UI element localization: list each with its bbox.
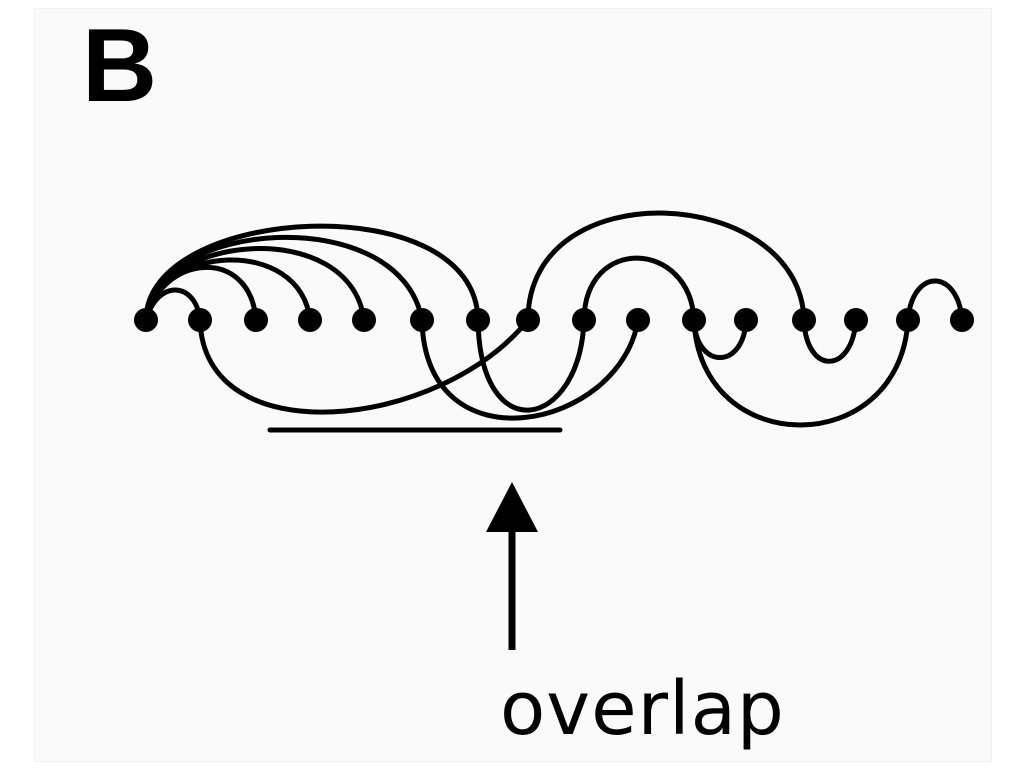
overlap-label: overlap <box>500 666 785 752</box>
node-5 <box>352 308 376 332</box>
node-3 <box>244 308 268 332</box>
arc-lower-7-10 <box>475 317 587 413</box>
node-13 <box>792 308 816 332</box>
node-1 <box>134 308 158 332</box>
node-7 <box>466 308 490 332</box>
node-4 <box>298 308 322 332</box>
panel-label: B <box>82 8 158 124</box>
node-11 <box>682 308 706 332</box>
node-10 <box>626 308 650 332</box>
node-12 <box>734 308 758 332</box>
node-9 <box>572 308 596 332</box>
node-16 <box>950 308 974 332</box>
arc-upper-9-12 <box>581 255 697 323</box>
arrow-up-icon <box>486 482 538 650</box>
arc-upper-15-16 <box>905 278 965 323</box>
arc-lower-14-15 <box>801 317 859 364</box>
node-15 <box>896 308 920 332</box>
node-8 <box>516 308 540 332</box>
node-14 <box>844 308 868 332</box>
node-6 <box>410 308 434 332</box>
arc-upper-8-14 <box>525 210 807 323</box>
node-2 <box>188 308 212 332</box>
arc-lower-6-11 <box>419 317 641 421</box>
arc-lower-12-15 <box>691 317 911 428</box>
